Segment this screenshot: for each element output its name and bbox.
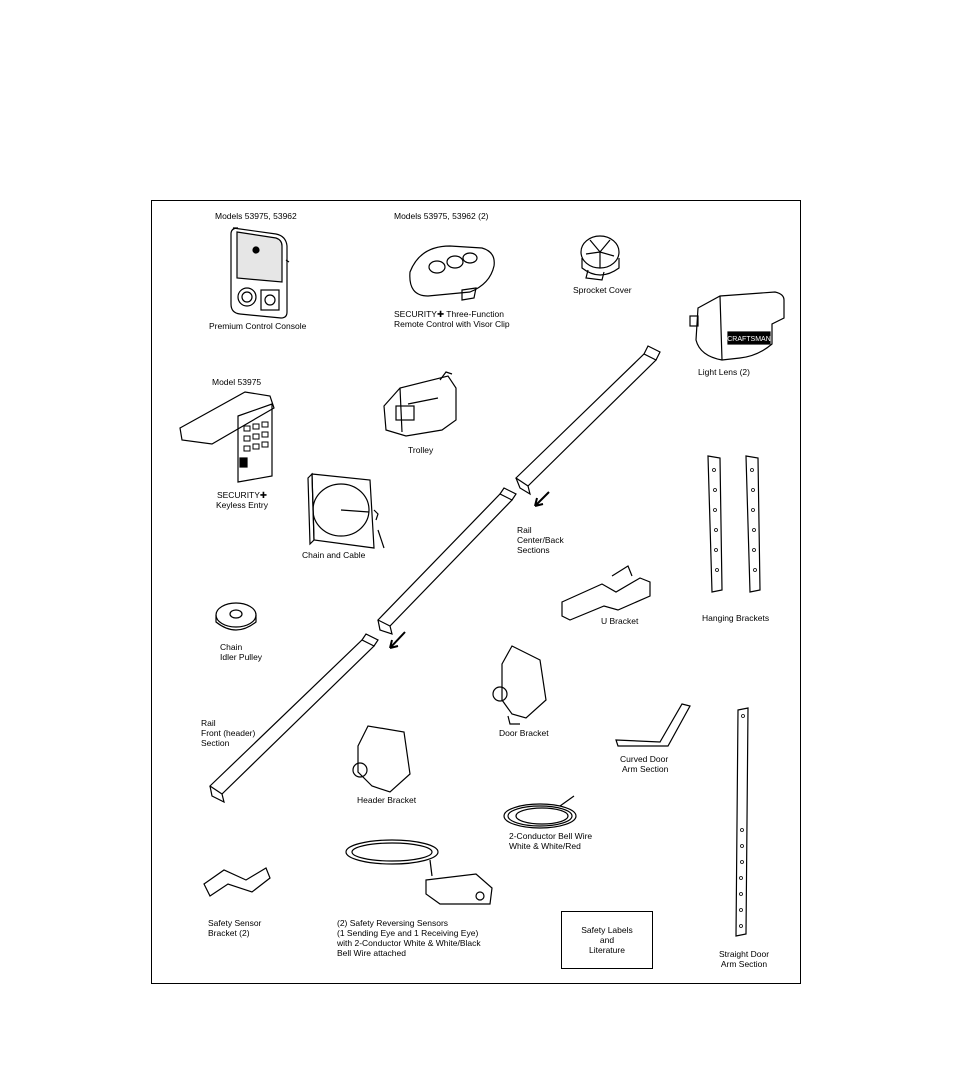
parts-diagram-frame (151, 200, 801, 984)
keyless-entry-drawing (179, 391, 275, 483)
trolley-drawing (383, 371, 457, 437)
straight-door-arm-drawing (735, 707, 749, 937)
straight-arm-label-2: Arm Section (720, 959, 768, 969)
safety-label-3: Literature (589, 945, 625, 955)
sprocket-cover-drawing (580, 235, 620, 281)
arrow-icon (534, 491, 550, 507)
curved-arm-label-2: Arm Section (622, 764, 669, 774)
u-bracket-label: U Bracket (601, 616, 639, 626)
curved-arm-label-1: Curved Door (620, 754, 669, 764)
hanging-brackets-label: Hanging Brackets (702, 613, 770, 623)
straight-arm-label-1: Straight Door (718, 949, 770, 959)
safety-label-1: Safety Labels (581, 925, 633, 935)
safety-sensors-drawing (345, 839, 493, 905)
safety-labels-box: Safety Labels and Literature (561, 911, 653, 969)
bell-wire-coil-drawing (503, 795, 577, 829)
safety-label-2: and (599, 935, 615, 945)
lens-brand-text: CRAFTSMAN (727, 336, 771, 343)
rail-middle-section-drawing (376, 487, 517, 635)
rail-front-label-2: Front (header) (201, 728, 256, 738)
bell-wire-label-2: White & White/Red (509, 841, 581, 851)
rail-center-section-drawing (515, 345, 661, 496)
door-bracket-drawing (492, 645, 547, 725)
idler-pulley-label-1: Chain (220, 642, 243, 652)
rail-front-label-1: Rail (201, 718, 216, 728)
header-bracket-drawing (352, 725, 411, 793)
idler-pulley-label-2: Idler Pulley (220, 652, 263, 662)
sprocket-cover-label: Sprocket Cover (573, 285, 632, 295)
sensors-label-2: (1 Sending Eye and 1 Receiving Eye) (337, 928, 479, 938)
rail-center-label-3: Sections (517, 545, 550, 555)
keyless-label-line1: SECURITY✚ (216, 490, 268, 500)
rail-front-section-drawing (209, 633, 379, 804)
premium-console-models-label: Models 53975, 53962 (215, 211, 297, 221)
chain-cable-label: Chain and Cable (302, 550, 366, 560)
light-lens-drawing: CRAFTSMAN (689, 291, 785, 361)
remote-label-line1: SECURITY✚ Three-Function (394, 309, 504, 319)
remote-label-line2: Remote Control with Visor Clip (394, 319, 510, 329)
keyless-model-label: Model 53975 (212, 377, 262, 387)
sensors-label-3: with 2-Conductor White & White/Black (337, 938, 481, 948)
keyless-label-line2: Keyless Entry (216, 500, 268, 510)
rail-center-label-1: Rail (517, 525, 532, 535)
trolley-label: Trolley (408, 445, 434, 455)
premium-control-console-drawing (230, 227, 290, 319)
rail-center-label-2: Center/Back (517, 535, 564, 545)
remote-models-label: Models 53975, 53962 (2) (394, 211, 489, 221)
header-bracket-label: Header Bracket (357, 795, 417, 805)
bell-wire-label-1: 2-Conductor Bell Wire (509, 831, 593, 841)
sensor-bracket-label-2: Bracket (2) (208, 928, 250, 938)
hanging-brackets-drawing (707, 455, 761, 593)
safety-sensor-bracket-drawing (203, 867, 271, 897)
rail-front-label-3: Section (201, 738, 230, 748)
light-lens-label: Light Lens (2) (698, 367, 750, 377)
chain-and-cable-drawing (307, 472, 385, 549)
curved-door-arm-drawing (615, 703, 691, 747)
remote-control-drawing (409, 245, 495, 301)
idler-pulley-drawing (215, 602, 257, 631)
door-bracket-label: Door Bracket (499, 728, 549, 738)
arrow-icon (389, 631, 406, 649)
premium-console-label: Premium Control Console (209, 321, 307, 331)
u-bracket-drawing (561, 565, 651, 621)
sensors-label-1: (2) Safety Reversing Sensors (337, 918, 449, 928)
sensors-label-4: Bell Wire attached (337, 948, 406, 958)
sensor-bracket-label-1: Safety Sensor (208, 918, 262, 928)
